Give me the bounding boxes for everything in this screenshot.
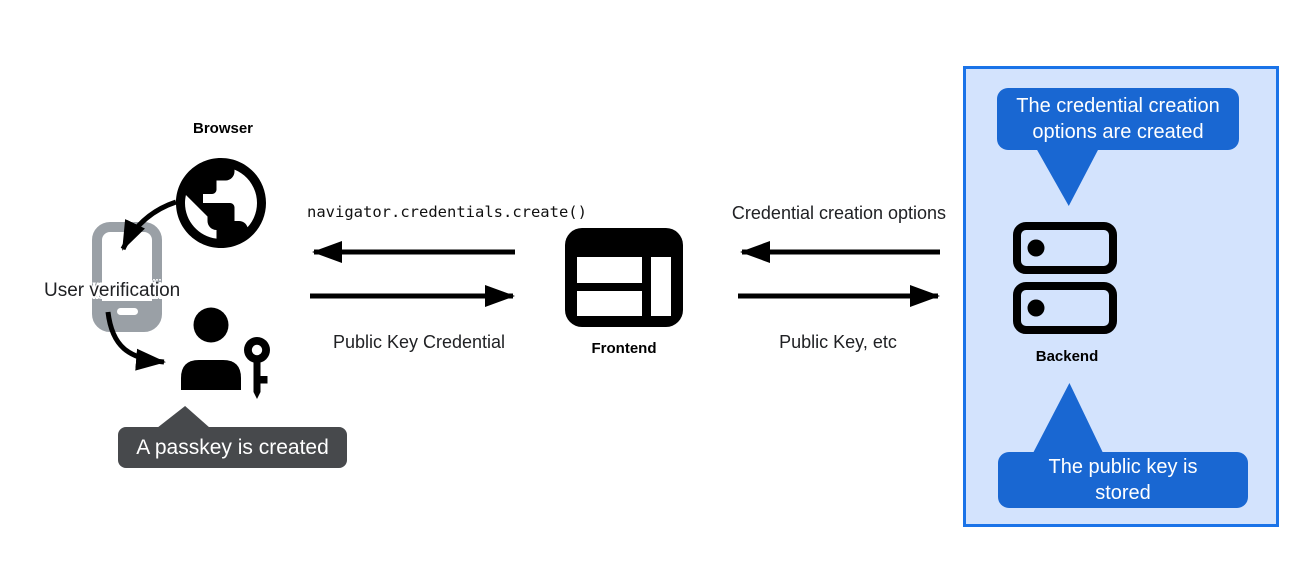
bubble-credential-options-pointer [1036, 148, 1099, 206]
bubble-public-key-stored: The public key is stored [998, 452, 1248, 508]
user-verification-label: User verification [44, 280, 181, 301]
server-stack-icon [1013, 222, 1117, 334]
public-key-etc-label: Public Key, etc [779, 332, 897, 352]
bubble-credential-options: The credential creation options are crea… [997, 88, 1239, 150]
passkey-tooltip-pointer [157, 406, 210, 428]
public-key-credential-label: Public Key Credential [332, 332, 506, 352]
backend-panel: The credential creation options are crea… [963, 66, 1279, 527]
passkey-tooltip: A passkey is created [118, 427, 347, 468]
credential-creation-options-label: Credential creation options [731, 203, 947, 223]
bubble-public-key-stored-pointer [1032, 383, 1104, 455]
backend-label: Backend [1035, 348, 1099, 365]
frontend-label: Frontend [591, 340, 657, 357]
bubble-credential-options-text: The credential creation options are crea… [1016, 95, 1220, 143]
smartphone-icon [92, 222, 162, 332]
navigator-credentials-create-label: navigator.credentials.create() [307, 203, 587, 221]
person-key-icon [181, 307, 270, 399]
browser-window-icon [565, 228, 683, 327]
bubble-public-key-stored-text: The public key is stored [1048, 456, 1198, 504]
browser-label: Browser [192, 120, 254, 137]
globe-icon [167, 149, 275, 257]
